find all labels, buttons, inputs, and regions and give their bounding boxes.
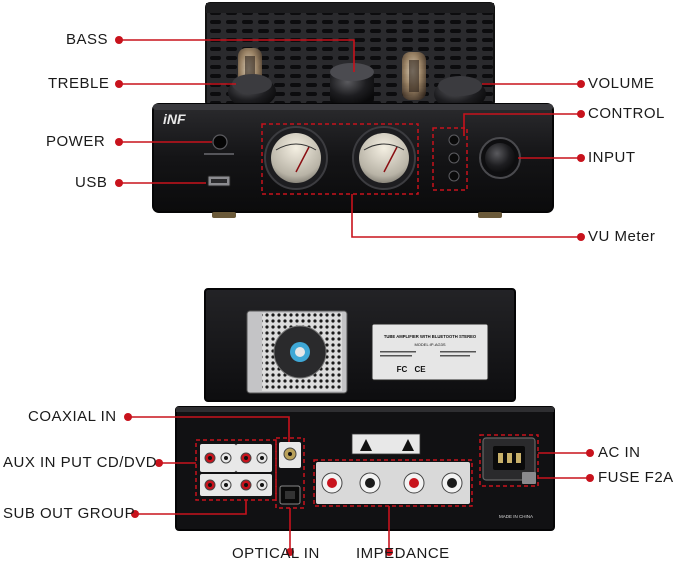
speaker-terminals — [316, 462, 470, 504]
volume-knob-top — [434, 76, 486, 110]
fuse-holder — [522, 472, 536, 484]
tube-right — [402, 52, 426, 100]
sub-out-label: SUB OUT GROUP — [3, 505, 136, 522]
fuse-label: FUSE F2A — [598, 469, 674, 486]
impedance-highlight — [313, 459, 473, 507]
control-label: CONTROL — [588, 105, 665, 122]
control-highlight — [432, 127, 468, 191]
power-switch — [204, 134, 234, 155]
input-label: INPUT — [588, 149, 636, 166]
aux-in-label: AUX IN PUT CD/DVD — [3, 454, 158, 471]
optical-jack — [279, 485, 301, 505]
ce-mark: CE — [414, 365, 426, 374]
front-unit: iNF — [152, 2, 554, 218]
back-unit: TUBE AMPLIFIER WITH BLUETOOTH STEREO MOD… — [175, 288, 555, 531]
usb-label: USB — [75, 174, 108, 191]
info-plate: TUBE AMPLIFIER WITH BLUETOOTH STEREO MOD… — [371, 323, 489, 381]
bass-label: BASS — [66, 31, 109, 48]
coaxial-jack — [279, 442, 301, 468]
bass-knob — [330, 63, 374, 104]
treble-label: TREBLE — [48, 75, 110, 92]
plate-title: TUBE AMPLIFIER WITH BLUETOOTH STEREO — [384, 334, 477, 339]
callout-dots — [115, 36, 594, 556]
impedance-label: IMPEDANCE — [356, 545, 450, 562]
plate-model: MODEL:IP-AG3S — [414, 342, 445, 347]
sub-output-jacks — [200, 474, 272, 496]
optical-in-label: OPTICAL IN — [232, 545, 320, 562]
vu-meter-left — [264, 126, 328, 190]
ac-in-label: AC IN — [598, 444, 641, 461]
bass-output-jacks — [236, 444, 272, 472]
vu-meter-highlight — [261, 123, 419, 195]
treble-knob — [228, 74, 276, 108]
brand-logo: iNF — [163, 111, 186, 127]
made-in-label: MADE IN CHINA — [499, 514, 533, 519]
aux-input-jacks — [200, 444, 236, 472]
control-buttons — [448, 134, 460, 182]
fc-mark: FC — [397, 365, 408, 374]
coaxial-in-label: COAXIAL IN — [28, 408, 117, 425]
vu-meter-label: VU Meter — [588, 228, 656, 245]
power-label: POWER — [46, 133, 106, 150]
ac-inlet — [482, 437, 536, 481]
vu-meter-right — [352, 126, 416, 190]
power-inlet-highlight — [479, 434, 539, 487]
volume-label: VOLUME — [588, 75, 655, 92]
cooling-fan — [246, 310, 348, 394]
callout-lines — [119, 39, 590, 552]
usb-port — [207, 175, 231, 187]
input-knob — [479, 137, 521, 179]
